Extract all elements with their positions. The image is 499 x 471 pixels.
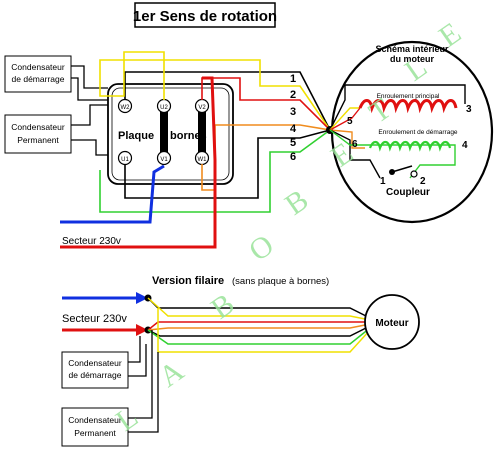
svg-text:W1: W1 (198, 157, 208, 163)
svg-text:W2: W2 (121, 105, 131, 111)
capacitor-start-bottom-line2: de démarrage (69, 370, 122, 380)
winding-start-coil (368, 140, 452, 152)
motor-num-4: 4 (462, 140, 468, 151)
bar-v2-w1 (198, 110, 206, 154)
capacitor-perm-top-line2: Permanent (17, 135, 59, 145)
mains-top-label: Secteur 230v (62, 236, 121, 247)
motor-num-2: 2 (420, 176, 426, 187)
capacitor-start-top-line1: Condensateur (11, 62, 65, 72)
coupler-label: Coupleur (386, 187, 430, 198)
motor-num-3: 3 (466, 104, 472, 115)
capacitor-perm-bottom: Condensateur Permanent (61, 407, 129, 447)
capacitor-perm-top: Condensateur Permanent (4, 114, 72, 154)
terminal-v2: V2 (194, 98, 210, 114)
terminal-w1: W1 (194, 150, 210, 166)
winding-main-label: Enroulement principal (377, 93, 440, 100)
capacitor-perm-top-line1: Condensateur (11, 122, 65, 132)
wire-number-2: 2 (290, 89, 296, 101)
winding-start-label: Enroulement de démarrage (378, 129, 458, 136)
motor-bottom (364, 294, 420, 350)
terminal-w2: W2 (117, 98, 133, 114)
motor-num-6: 6 (352, 139, 358, 150)
wire-number-6: 6 (290, 151, 296, 163)
svg-text:B: B (205, 287, 240, 326)
svg-text:B: B (279, 183, 314, 222)
terminal-u2: U2 (156, 98, 172, 114)
svg-text:U1: U1 (121, 157, 129, 163)
coupler-switch (389, 165, 418, 178)
wire-number-5: 5 (290, 137, 296, 149)
svg-text:U2: U2 (160, 105, 168, 111)
wires-top (99, 51, 331, 213)
capacitor-start-top: Condensateur de démarrage (4, 55, 72, 93)
motor-schema-title-line2: du moteur (390, 54, 434, 64)
wires-bottom (147, 297, 371, 353)
motor-num-1: 1 (380, 176, 386, 187)
capacitor-wiring-top (71, 65, 112, 156)
motor-num-5: 5 (347, 116, 353, 127)
title-frame (134, 2, 276, 28)
terminal-u1: U1 (117, 150, 133, 166)
mains-bottom-arrows (62, 292, 148, 336)
capacitor-wiring-bottom (128, 330, 159, 433)
bar-u2-v1 (160, 110, 168, 154)
capacitor-start-top-line2: de démarrage (12, 74, 65, 84)
motor-internal-leads (329, 84, 466, 179)
mains-top-wires (60, 76, 217, 249)
winding-main-coil (358, 99, 458, 114)
wire-number-4: 4 (290, 123, 297, 135)
motor-bottom-label: Moteur (375, 318, 408, 329)
svg-text:V2: V2 (198, 105, 206, 111)
mains-bottom-label: Secteur 230v (62, 313, 127, 325)
wire-number-3: 3 (290, 106, 296, 118)
motor-schema-title-line1: Schéma intérieur (375, 44, 449, 54)
capacitor-start-bottom: Condensateur de démarrage (61, 351, 129, 389)
terminal-v1: V1 (156, 150, 172, 166)
wire-number-1: 1 (290, 73, 296, 85)
version-subtitle: (sans plaque à bornes) (232, 276, 329, 287)
capacitor-perm-bottom-line1: Condensateur (68, 415, 122, 425)
svg-text:V1: V1 (160, 157, 168, 163)
capacitor-start-bottom-line1: Condensateur (68, 358, 122, 368)
version-title: Version filaire (152, 275, 224, 287)
plate-label-left: Plaque (118, 130, 154, 142)
capacitor-perm-bottom-line2: Permanent (74, 428, 116, 438)
svg-text:O: O (243, 228, 280, 267)
page-title: 1er Sens de rotation (133, 8, 277, 25)
plate-label-right: bornes (170, 130, 207, 142)
